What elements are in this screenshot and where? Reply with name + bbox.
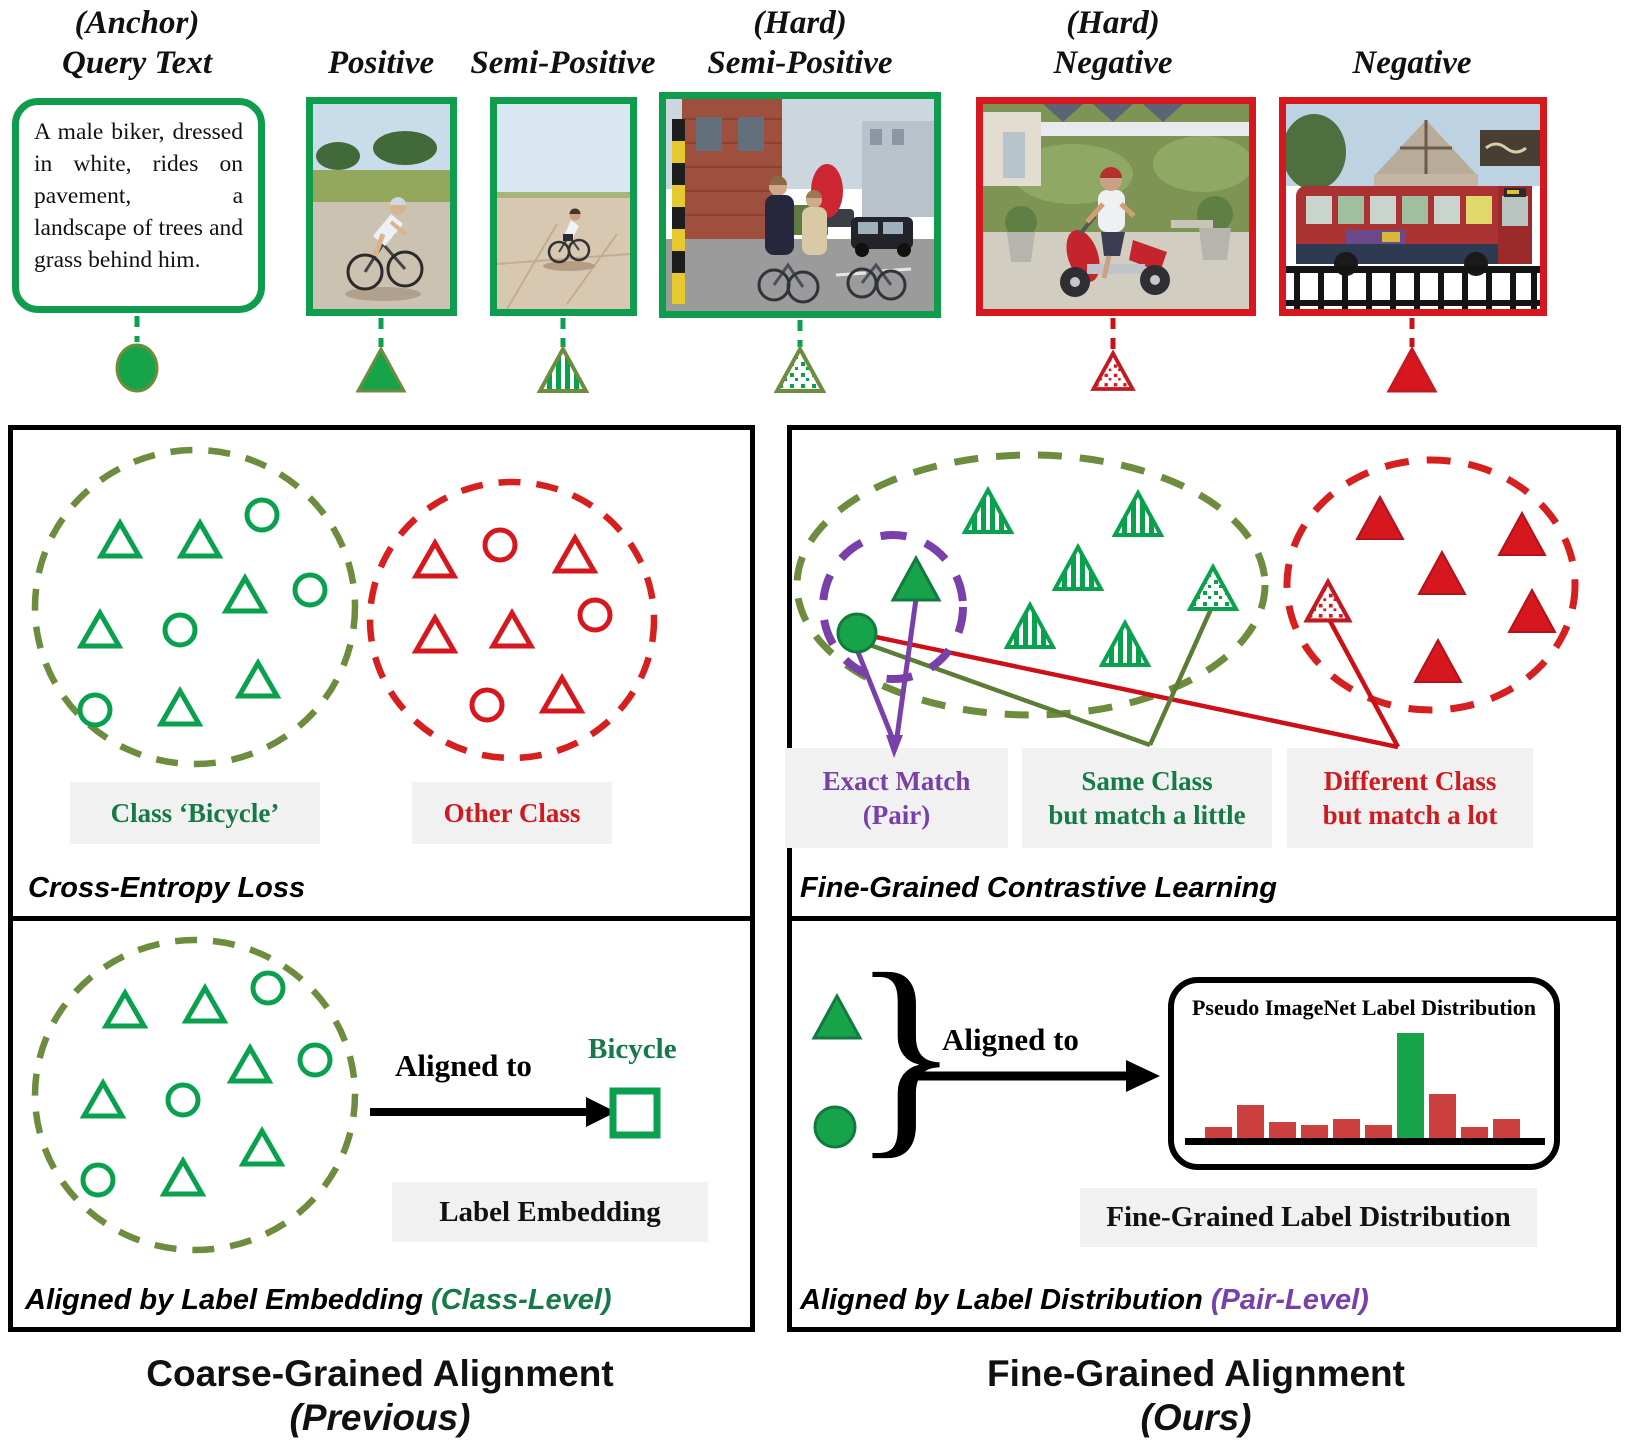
column-label-query-text: Query Text bbox=[61, 45, 212, 81]
hard-negative-image-scene bbox=[983, 104, 1249, 309]
distribution-bar bbox=[1333, 1119, 1360, 1142]
left-footer: Coarse-Grained Alignment (Previous) bbox=[80, 1352, 680, 1440]
column-label-positive: Positive bbox=[327, 45, 435, 81]
aligned-by-label-distribution-caption: Aligned by Label Distribution (Pair-Leve… bbox=[800, 1284, 1369, 1317]
aligned-to-left: Aligned to bbox=[395, 1048, 532, 1083]
anchor-query-text-box: A male biker, dressed in white, rides on… bbox=[12, 98, 265, 313]
aligned-to-right: Aligned to bbox=[942, 1022, 1079, 1057]
bicycle-target-label: Bicycle bbox=[588, 1033, 677, 1065]
column-tag-hard-neg: (Hard) bbox=[1066, 5, 1160, 41]
different-class-line2: but match a lot bbox=[1322, 800, 1498, 830]
distribution-bar bbox=[1493, 1119, 1520, 1142]
class-level-suffix: (Class-Level) bbox=[431, 1284, 612, 1316]
distribution-bar bbox=[1269, 1122, 1296, 1142]
semi-positive-striped-triangle-symbol bbox=[538, 347, 588, 393]
positive-image-scene bbox=[313, 104, 450, 309]
aligned-by-label-distribution-text: Aligned by Label Distribution bbox=[800, 1284, 1203, 1316]
aligned-by-label-embedding-caption: Aligned by Label Embedding (Class-Level) bbox=[25, 1284, 612, 1317]
hard-semi-positive-image bbox=[659, 92, 941, 318]
label-embedding-label: Label Embedding bbox=[439, 1195, 661, 1228]
other-class-label-box: Other Class bbox=[412, 782, 612, 844]
label-embedding-box: Label Embedding bbox=[392, 1182, 708, 1242]
right-panel-divider bbox=[787, 916, 1621, 921]
anchor-circle-symbol bbox=[115, 343, 159, 393]
hard-semi-positive-image-scene bbox=[666, 99, 934, 311]
fine-grained-label-distribution-box: Fine-Grained Label Distribution bbox=[1080, 1188, 1537, 1247]
positive-image bbox=[306, 97, 457, 316]
exact-match-line2: (Pair) bbox=[862, 800, 931, 830]
class-bicycle-label: Class ‘Bicycle’ bbox=[110, 798, 280, 828]
right-footer: Fine-Grained Alignment (Ours) bbox=[896, 1352, 1496, 1440]
label-distribution-bars bbox=[1205, 1033, 1521, 1142]
fine-grained-contrastive-learning-caption: Fine-Grained Contrastive Learning bbox=[800, 872, 1277, 904]
distribution-bar-highlight bbox=[1397, 1033, 1424, 1142]
chart-title: Pseudo ImageNet Label Distribution bbox=[1191, 995, 1537, 1020]
column-label-hard-negative: Negative bbox=[1053, 45, 1173, 81]
same-class-label-box: Same Class but match a little bbox=[1022, 748, 1272, 848]
distribution-bar bbox=[1429, 1094, 1456, 1142]
hard-negative-image bbox=[976, 97, 1256, 316]
different-class-line1: Different Class bbox=[1323, 766, 1497, 796]
fine-grained-alignment-title: Fine-Grained Alignment bbox=[987, 1353, 1405, 1394]
semi-positive-image-scene bbox=[497, 104, 630, 309]
column-tag-hard-semi: (Hard) bbox=[753, 5, 847, 41]
cross-entropy-loss-caption: Cross-Entropy Loss bbox=[28, 872, 306, 904]
column-label-negative: Negative bbox=[1352, 45, 1472, 81]
negative-image bbox=[1279, 97, 1547, 316]
other-class-label: Other Class bbox=[443, 798, 581, 828]
column-tag-anchor: (Anchor) bbox=[74, 5, 200, 41]
semi-positive-image bbox=[490, 97, 637, 316]
ours-subtitle: (Ours) bbox=[1140, 1397, 1252, 1438]
negative-triangle-symbol bbox=[1387, 347, 1437, 393]
query-text: A male biker, dressed in white, rides on… bbox=[34, 119, 243, 273]
chart-baseline bbox=[1185, 1138, 1545, 1145]
same-class-line2: but match a little bbox=[1048, 800, 1246, 830]
fine-grained-label-distribution-label: Fine-Grained Label Distribution bbox=[1106, 1201, 1511, 1233]
image-symbol-connectors bbox=[134, 316, 1415, 350]
distribution-bar bbox=[1365, 1125, 1392, 1142]
distribution-bar bbox=[1301, 1125, 1328, 1142]
different-class-label-box: Different Class but match a lot bbox=[1287, 748, 1533, 848]
positive-triangle-symbol bbox=[356, 347, 406, 393]
negative-image-scene bbox=[1286, 104, 1540, 309]
distribution-bar bbox=[1237, 1105, 1264, 1142]
pair-level-suffix: (Pair-Level) bbox=[1210, 1284, 1369, 1316]
hard-negative-dotted-triangle-symbol bbox=[1091, 351, 1135, 391]
previous-subtitle: (Previous) bbox=[289, 1397, 471, 1438]
column-label-hard-semi-positive: Semi-Positive bbox=[707, 45, 893, 81]
left-panel-divider bbox=[8, 916, 755, 921]
aligned-by-label-embedding-text: Aligned by Label Embedding bbox=[25, 1284, 423, 1316]
exact-match-label-box: Exact Match (Pair) bbox=[785, 748, 1008, 848]
class-bicycle-label-box: Class ‘Bicycle’ bbox=[70, 782, 320, 844]
exact-match-line1: Exact Match bbox=[822, 766, 971, 796]
same-class-line1: Same Class bbox=[1081, 766, 1213, 796]
coarse-grained-alignment-title: Coarse-Grained Alignment bbox=[146, 1353, 614, 1394]
column-label-semi-positive: Semi-Positive bbox=[470, 45, 656, 81]
hard-semi-positive-dotted-triangle-symbol bbox=[775, 347, 825, 393]
